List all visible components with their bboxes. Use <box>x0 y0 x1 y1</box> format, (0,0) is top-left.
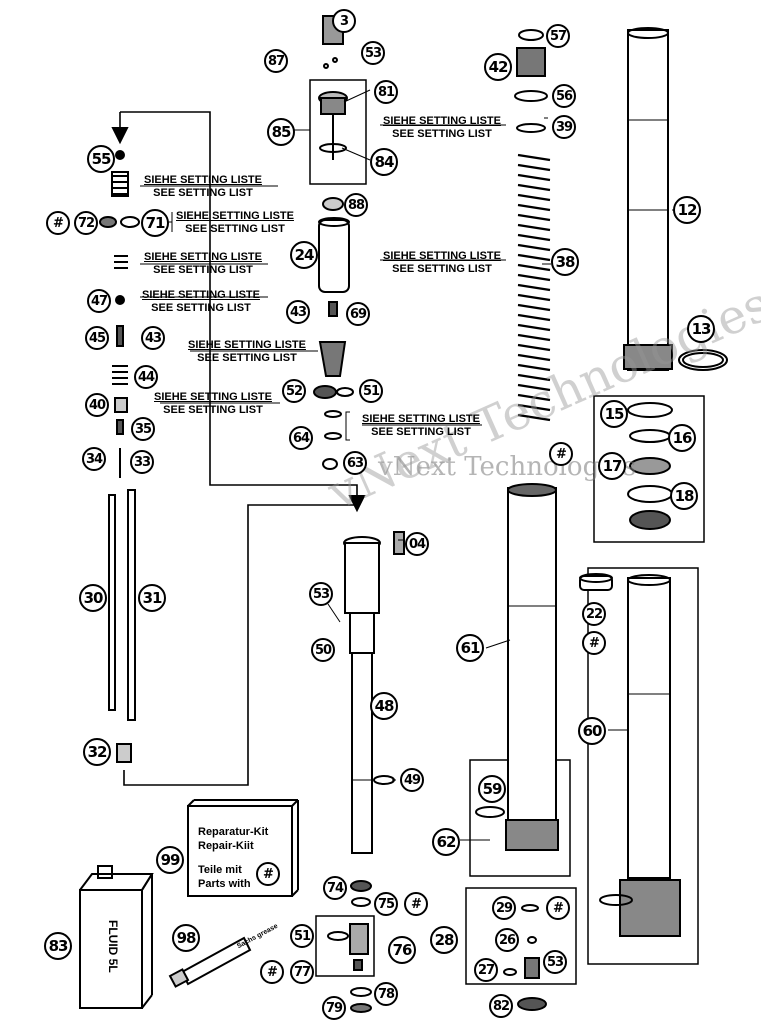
part-badge-30: 30 <box>79 584 107 612</box>
watermark-text: vNext Technologies <box>378 452 637 482</box>
part-badge-77-symbol: # <box>260 960 284 984</box>
part-badge-55: 55 <box>87 145 115 173</box>
part-badge-53c: 53 <box>543 950 567 974</box>
part-badge-98: 98 <box>172 924 200 952</box>
part-badge-76: 76 <box>388 936 416 964</box>
part-badge-35: 35 <box>131 417 155 441</box>
part-badge-43b: 43 <box>141 326 165 350</box>
part-badge-32: 32 <box>83 738 111 766</box>
part-badge-72: 72 <box>74 211 98 235</box>
part-badge-12: 12 <box>673 196 701 224</box>
part-badge-78: 78 <box>374 982 398 1006</box>
part-badge-53: 53 <box>361 41 385 65</box>
part-badge-88: 88 <box>344 193 368 217</box>
part-badge-22-symbol: # <box>582 631 606 655</box>
part-badge-16-symbol: # <box>549 442 573 466</box>
part-badge-04: 04 <box>405 532 429 556</box>
part-badge-39: 39 <box>552 115 576 139</box>
part-badge-26: 26 <box>495 928 519 952</box>
part-badge-77: 77 <box>290 960 314 984</box>
part-badge-50: 50 <box>311 638 335 662</box>
part-badge-64: 64 <box>289 426 313 450</box>
part-badge-84: 84 <box>370 148 398 176</box>
part-badge-38: 38 <box>551 248 579 276</box>
part-badge-56: 56 <box>552 84 576 108</box>
part-badge-85: 85 <box>267 118 295 146</box>
part-badge-53b: 53 <box>309 582 333 606</box>
part-badge-71: 71 <box>141 209 169 237</box>
part-badge-43: 43 <box>286 300 310 324</box>
part-badge-75: 75 <box>374 892 398 916</box>
part-badge-45: 45 <box>85 326 109 350</box>
part-badge-61: 61 <box>456 634 484 662</box>
part-badge-82: 82 <box>489 994 513 1018</box>
part-badge-29: 29 <box>492 896 516 920</box>
part-badge-83: 83 <box>44 932 72 960</box>
part-badge-24: 24 <box>290 241 318 269</box>
part-badge-63: 63 <box>343 451 367 475</box>
kit-box-parts-de: Teile mit <box>198 864 242 876</box>
part-badge-72-symbol: # <box>46 211 70 235</box>
part-badge-22: 22 <box>582 602 606 626</box>
part-badge-81: 81 <box>374 80 398 104</box>
part-badge-51b: 51 <box>290 924 314 948</box>
part-badge-44: 44 <box>134 365 158 389</box>
part-badge-29-symbol: # <box>546 896 570 920</box>
part-badge-79: 79 <box>322 996 346 1020</box>
part-badge-60: 60 <box>578 717 606 745</box>
part-badge-99: 99 <box>156 846 184 874</box>
part-badge-51: 51 <box>359 379 383 403</box>
part-badge-34: 34 <box>82 447 106 471</box>
part-badge-40: 40 <box>85 393 109 417</box>
part-badge-27: 27 <box>474 958 498 982</box>
part-badge-47: 47 <box>87 289 111 313</box>
part-badge-69: 69 <box>346 302 370 326</box>
part-badge-18: 18 <box>670 482 698 510</box>
part-badge-31: 31 <box>138 584 166 612</box>
part-badge-57: 57 <box>546 24 570 48</box>
part-badge-15: 15 <box>600 400 628 428</box>
part-badge-49: 49 <box>400 768 424 792</box>
part-badge-16: 16 <box>668 424 696 452</box>
part-badge-52: 52 <box>282 379 306 403</box>
part-badge-74: 74 <box>323 876 347 900</box>
kit-box-title-de: Reparatur-Kit <box>198 826 269 838</box>
part-badge-87: 87 <box>264 49 288 73</box>
kit-box-parts-en: Parts with <box>198 878 251 890</box>
kit-box-symbol: # <box>256 862 280 886</box>
part-badge-59: 59 <box>478 775 506 803</box>
part-badge-42: 42 <box>484 53 512 81</box>
kit-box-title-en: Repair-Kiit <box>198 840 254 852</box>
part-badge-17: 17 <box>598 452 626 480</box>
part-badge-13: 13 <box>687 315 715 343</box>
part-badge-3: 3 <box>332 9 356 33</box>
part-badge-75-symbol: # <box>404 892 428 916</box>
part-badge-62: 62 <box>432 828 460 856</box>
part-badge-48: 48 <box>370 692 398 720</box>
fluid-can-label: FLUID 5L <box>106 920 120 973</box>
part-badge-28: 28 <box>430 926 458 954</box>
part-badge-33: 33 <box>130 450 154 474</box>
